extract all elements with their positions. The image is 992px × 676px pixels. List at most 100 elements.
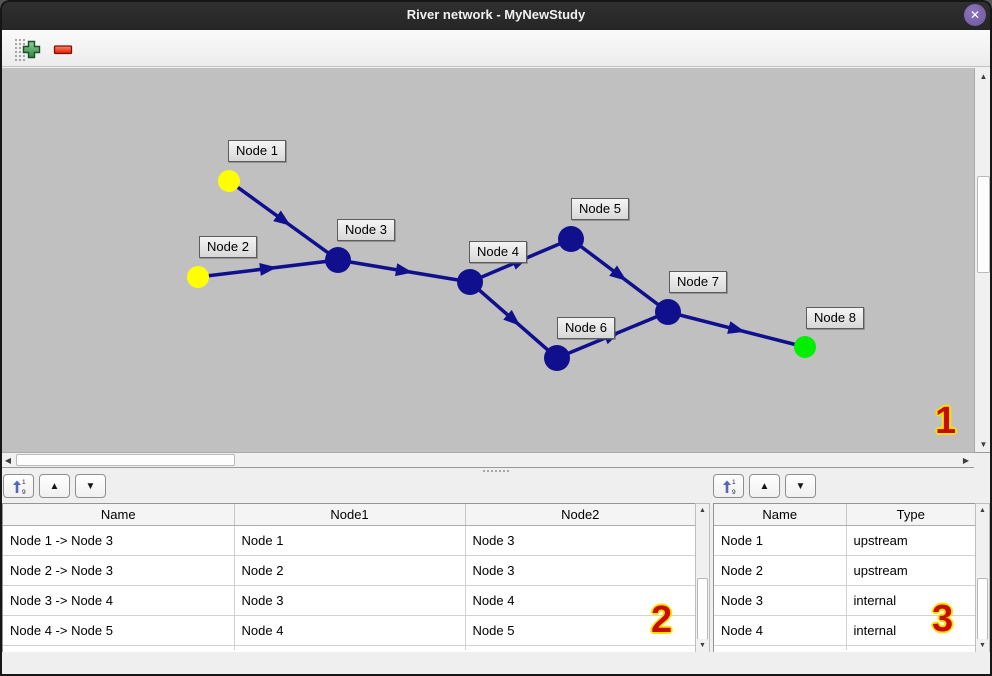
cell[interactable]: Node 5 — [464, 614, 695, 646]
up-arrow-icon: ▲ — [759, 480, 770, 492]
node-label[interactable]: Node 7 — [669, 271, 727, 293]
horizontal-scroll-thumb[interactable] — [16, 454, 235, 466]
cell[interactable]: Node 2 — [233, 554, 466, 586]
node-node-3[interactable] — [325, 247, 351, 273]
scroll-left-button[interactable]: ◀ — [0, 453, 16, 467]
node-label[interactable]: Node 6 — [557, 317, 615, 339]
scroll-down-button[interactable]: ▼ — [696, 639, 709, 652]
network-canvas[interactable]: Node 1 Node 2 Node 3 Node 4 Node 5 Node 6 Node… — [0, 68, 974, 452]
reaches-sort-button[interactable]: 1 9 — [3, 474, 34, 498]
edge-arrow-icon — [503, 309, 521, 326]
close-button[interactable]: ✕ — [964, 4, 986, 26]
nodes-sort-button[interactable]: 1 9 — [713, 474, 744, 498]
scroll-up-button[interactable]: ▲ — [696, 504, 709, 517]
cell[interactable]: upstream — [845, 554, 975, 586]
remove-button[interactable] — [51, 37, 75, 61]
scroll-up-button[interactable]: ▲ — [975, 68, 992, 84]
cell[interactable]: Node 4 — [714, 614, 847, 646]
cell[interactable]: Node 1 -> Node 3 — [3, 524, 235, 556]
svg-text:9: 9 — [732, 489, 736, 495]
node-label[interactable]: Node 8 — [806, 307, 864, 329]
column-header[interactable]: Name — [3, 504, 235, 526]
toolbar-grip-handle[interactable] — [14, 38, 25, 61]
cell[interactable]: internal — [845, 614, 975, 646]
status-bar — [0, 652, 992, 676]
cell[interactable]: Node 3 — [714, 584, 847, 616]
cell[interactable]: Node 4 — [464, 584, 695, 616]
cell[interactable]: Node 3 — [233, 584, 466, 616]
canvas-horizontal-scrollbar[interactable]: ◀ ▶ — [0, 452, 974, 468]
edge-arrow-icon — [727, 321, 746, 334]
down-arrow-icon: ▼ — [795, 480, 806, 492]
node-node-1[interactable] — [218, 170, 240, 192]
node-node-7[interactable] — [655, 299, 681, 325]
node-node-5[interactable] — [558, 226, 584, 252]
scroll-up-button[interactable]: ▲ — [976, 504, 989, 517]
scroll-down-button[interactable]: ▼ — [976, 639, 989, 652]
scrollbar-corner — [974, 452, 992, 468]
sort-ascending-icon: 1 9 — [722, 479, 736, 495]
cell[interactable]: Node 4 -> Node 5 — [3, 614, 235, 646]
main-toolbar — [0, 30, 992, 67]
cell[interactable]: internal — [845, 584, 975, 616]
node-label[interactable]: Node 3 — [337, 219, 395, 241]
cell[interactable]: Node 3 — [464, 554, 695, 586]
column-header[interactable]: Type — [845, 504, 975, 526]
cell[interactable]: Node 3 — [464, 524, 695, 556]
scroll-right-button[interactable]: ▶ — [958, 453, 974, 467]
node-label[interactable]: Node 2 — [199, 236, 257, 258]
node-label[interactable]: Node 5 — [571, 198, 629, 220]
node-node-4[interactable] — [457, 269, 483, 295]
node-label[interactable]: Node 1 — [228, 140, 286, 162]
reaches-move-up-button[interactable]: ▲ — [39, 474, 70, 498]
cell[interactable]: Node 1 — [714, 524, 847, 556]
horizontal-splitter-handle[interactable] — [482, 469, 510, 473]
cell[interactable]: Node 2 -> Node 3 — [3, 554, 235, 586]
node-node-6[interactable] — [544, 345, 570, 371]
column-header[interactable]: Node2 — [464, 504, 695, 526]
svg-text:1: 1 — [732, 479, 736, 486]
scroll-down-button[interactable]: ▼ — [975, 436, 992, 452]
cell[interactable]: upstream — [845, 524, 975, 556]
cell[interactable]: Node 2 — [714, 554, 847, 586]
cell[interactable]: Node 1 — [233, 524, 466, 556]
nodes-table-scrollbar[interactable]: ▲ ▼ — [975, 503, 990, 653]
edge-arrow-icon — [259, 263, 277, 276]
vertical-scroll-thumb[interactable] — [977, 176, 990, 273]
canvas-vertical-scrollbar[interactable]: ▲ ▼ — [974, 68, 992, 452]
node-node-8[interactable] — [794, 336, 816, 358]
red-minus-icon — [53, 44, 73, 54]
column-header[interactable]: Node1 — [233, 504, 466, 526]
green-plus-icon — [22, 40, 40, 58]
sort-ascending-icon: 1 9 — [12, 479, 26, 495]
node-label[interactable]: Node 4 — [469, 241, 527, 263]
edge-arrow-icon — [609, 265, 627, 281]
nodes-move-down-button[interactable]: ▼ — [785, 474, 816, 498]
reaches-move-down-button[interactable]: ▼ — [75, 474, 106, 498]
scroll-thumb[interactable] — [977, 578, 988, 640]
scroll-thumb[interactable] — [697, 578, 708, 640]
empty-row — [714, 644, 975, 650]
svg-text:1: 1 — [22, 479, 26, 486]
node-node-2[interactable] — [187, 266, 209, 288]
annotation-marker-2: 2 — [651, 599, 673, 641]
nodes-move-up-button[interactable]: ▲ — [749, 474, 780, 498]
add-button[interactable] — [19, 37, 43, 61]
title-bar: River network - MyNewStudy ✕ — [0, 0, 992, 30]
cell[interactable]: Node 4 — [233, 614, 466, 646]
cell[interactable]: Node 3 -> Node 4 — [3, 584, 235, 616]
reaches-table-scrollbar[interactable]: ▲ ▼ — [695, 503, 710, 653]
annotation-marker-3: 3 — [932, 598, 954, 640]
column-header[interactable]: Name — [714, 504, 847, 526]
